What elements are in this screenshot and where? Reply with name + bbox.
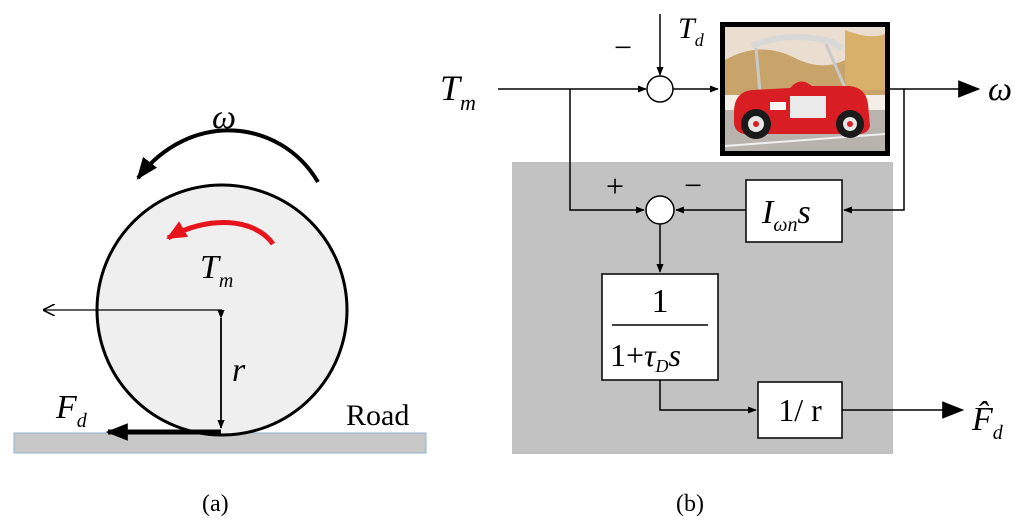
gain-label: 1/ r xyxy=(778,392,822,428)
estimate-label: F̂d xyxy=(971,400,1004,444)
inertia-block xyxy=(745,179,843,243)
caption-a: (a) xyxy=(202,491,229,517)
radius-label: r xyxy=(232,352,246,389)
filter-denominator: 1+τDs xyxy=(610,337,681,376)
minus-sign: − xyxy=(684,167,702,203)
plus-sign: + xyxy=(606,168,624,204)
velocity-feedback-line xyxy=(843,89,905,214)
low-pass-filter-block xyxy=(601,273,719,381)
caption-b: (b) xyxy=(676,491,704,517)
observer-summing-junction xyxy=(645,195,675,225)
top-summing-junction xyxy=(646,75,674,103)
output-label: ω xyxy=(988,71,1012,108)
disturbance-label: Td xyxy=(678,12,705,50)
input-label: Tm xyxy=(440,68,476,115)
vehicle-plant-block xyxy=(720,22,890,156)
panel-b: Tm Td − xyxy=(440,12,1012,517)
top-minus-sign: − xyxy=(614,29,632,65)
gain-block xyxy=(757,381,843,439)
road-label: Road xyxy=(346,399,409,432)
rotation-arrow xyxy=(136,128,320,184)
filter-to-gain-line xyxy=(659,380,757,414)
torque-arrow xyxy=(166,220,276,246)
torque-label: Tm xyxy=(200,249,233,292)
torque-branch-line xyxy=(569,89,645,214)
force-label: Fd xyxy=(55,389,88,432)
filter-numerator: 1 xyxy=(652,283,669,320)
omega-label: ω xyxy=(212,99,236,136)
panel-a: Road ω Tm r Fd (a) xyxy=(13,99,427,517)
inertia-label: Iωns xyxy=(761,194,811,236)
